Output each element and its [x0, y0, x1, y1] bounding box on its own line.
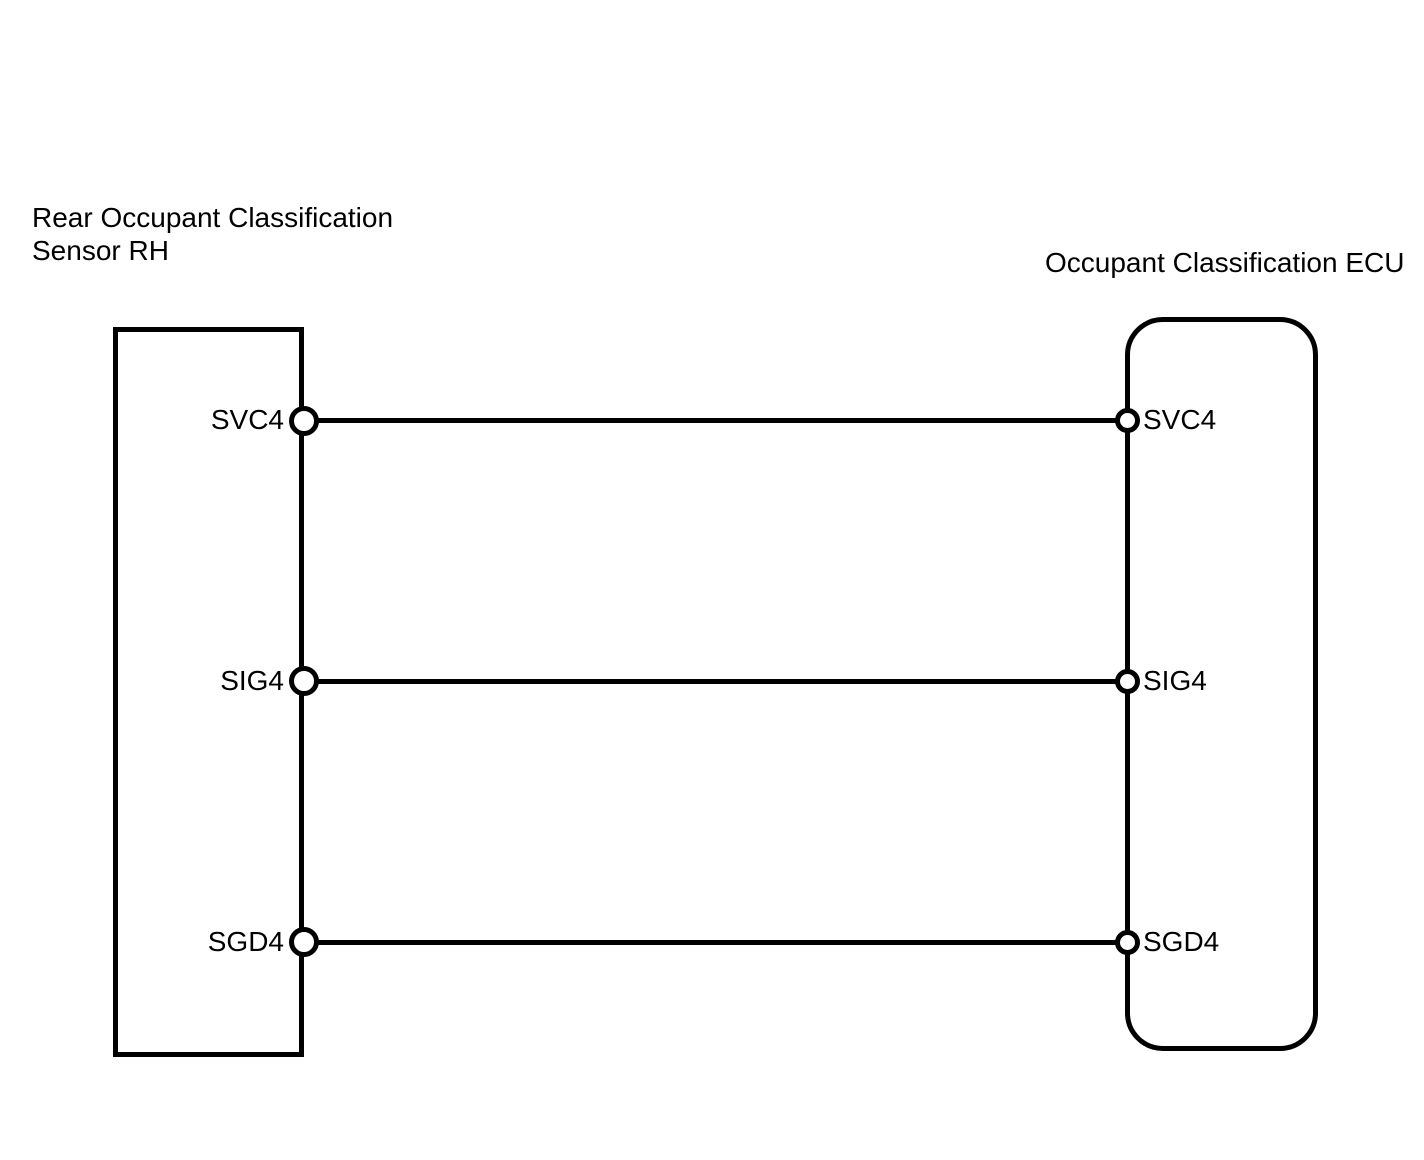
pin-label-left-sig4: SIG4 [220, 665, 284, 696]
wire-sig4 [304, 679, 1128, 684]
terminal-right-sig4 [1115, 669, 1140, 694]
wire-svc4 [304, 418, 1128, 423]
pin-label-right-sgd4: SGD4 [1143, 926, 1220, 957]
terminal-left-sgd4 [289, 927, 319, 957]
wire-sgd4 [304, 940, 1128, 945]
terminal-left-svc4 [289, 406, 319, 436]
left-component-title-line1: Rear Occupant Classification [32, 202, 394, 233]
left-component-title-line2: Sensor RH [32, 235, 169, 266]
terminal-right-svc4 [1115, 408, 1140, 433]
pin-label-right-svc4: SVC4 [1143, 404, 1217, 435]
pin-label-right-sig4: SIG4 [1143, 665, 1207, 696]
terminal-left-sig4 [289, 666, 319, 696]
pin-label-left-sgd4: SGD4 [207, 926, 284, 957]
pin-label-left-svc4: SVC4 [210, 404, 284, 435]
right-component-title: Occupant Classification ECU [1045, 247, 1405, 278]
left-component-title: Rear Occupant Classification Sensor RH [32, 201, 393, 267]
terminal-right-sgd4 [1115, 930, 1140, 955]
